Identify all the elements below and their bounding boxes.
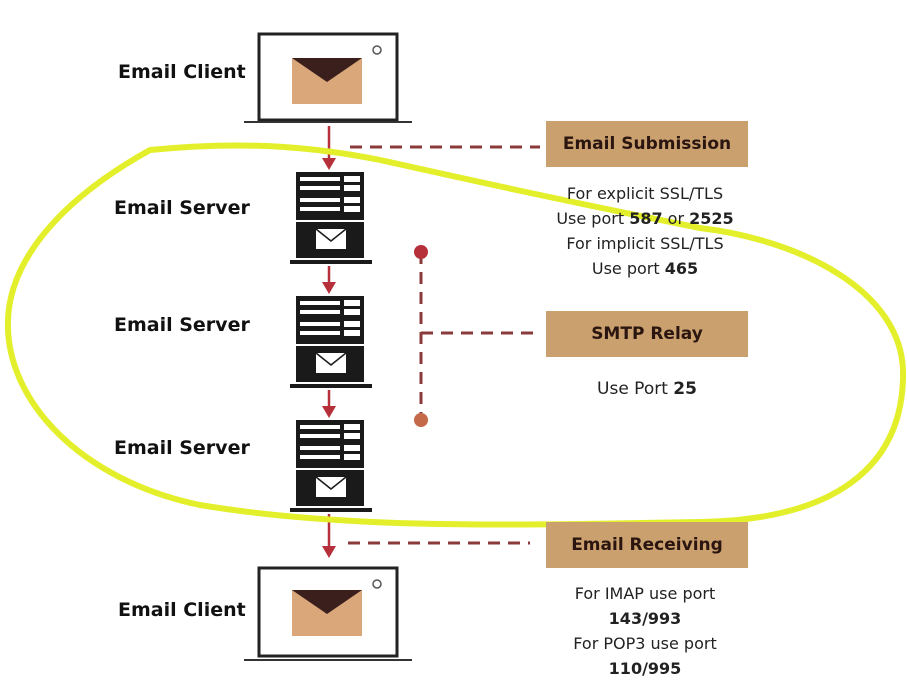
- server-email-icon: [290, 296, 372, 388]
- highlight-loop: [4, 142, 907, 528]
- relay-start-dot: [414, 245, 428, 259]
- smtp-relay-tag: SMTP Relay: [546, 311, 748, 357]
- receiving-line-1: For IMAP use port: [574, 584, 716, 603]
- submission-line-4: Use port 465: [591, 259, 699, 278]
- server-email-icon: [290, 420, 372, 512]
- submission-line-1: For explicit SSL/TLS: [566, 184, 724, 203]
- receiving-line-2: 143/993: [608, 609, 682, 628]
- email-server-label-3: Email Server: [114, 437, 250, 459]
- down-arrow-icon: [322, 390, 336, 418]
- server-email-icon: [290, 172, 372, 264]
- submission-line-2: Use port 587 or 2525: [556, 209, 734, 228]
- down-arrow-icon: [322, 266, 336, 294]
- laptop-email-icon: [244, 566, 412, 661]
- email-submission-tag: Email Submission: [546, 121, 748, 167]
- submission-note: For explicit SSL/TLS Use port 587 or 252…: [530, 181, 760, 281]
- email-client-label-bottom: Email Client: [118, 599, 246, 621]
- email-receiving-tag: Email Receiving: [546, 522, 748, 568]
- receiving-line-4: 110/995: [608, 659, 682, 678]
- email-server-label-2: Email Server: [114, 314, 250, 336]
- laptop-email-icon: [244, 32, 412, 123]
- relay-note: Use Port 25: [597, 379, 697, 399]
- email-client-label-top: Email Client: [118, 61, 246, 83]
- receiving-line-3: For POP3 use port: [573, 634, 717, 653]
- submission-line-3: For implicit SSL/TLS: [566, 234, 724, 253]
- email-server-label-1: Email Server: [114, 197, 250, 219]
- receiving-note: For IMAP use port 143/993 For POP3 use p…: [530, 581, 760, 681]
- relay-end-dot: [414, 413, 428, 427]
